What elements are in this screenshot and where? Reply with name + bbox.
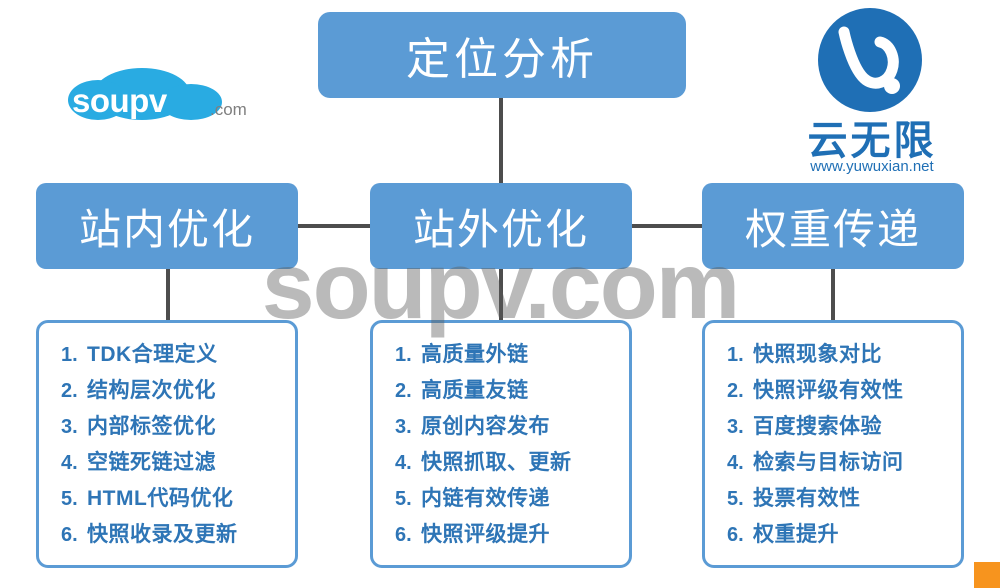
node-onsite-optimization[interactable]: 站内优化	[36, 183, 298, 269]
list-item-number: 3.	[61, 416, 78, 438]
list-item: 2. 快照评级有效性	[705, 373, 961, 409]
node-top-label: 定位分析	[406, 35, 598, 84]
list-item-label: 快照抓取、更新	[421, 451, 572, 474]
list-item-number: 6.	[61, 524, 78, 546]
list-item-label: HTML代码优化	[87, 487, 234, 510]
list-item: 3. 内部标签优化	[39, 409, 295, 445]
list-item-number: 1.	[727, 344, 744, 366]
list-item: 4. 检索与目标访问	[705, 445, 961, 481]
soupv-domain-suffix: .com	[210, 100, 247, 119]
y-mark-icon	[838, 26, 900, 94]
yuwuxian-disc-icon	[818, 8, 922, 112]
list-item: 2. 结构层次优化	[39, 373, 295, 409]
list-item-label: 高质量外链	[421, 343, 529, 366]
list-item-number: 5.	[395, 488, 412, 510]
list-item-label: 高质量友链	[421, 379, 529, 402]
list-item: 4. 快照抓取、更新	[373, 445, 629, 481]
connector-mid-left-to-list	[166, 269, 170, 320]
connector-mid-center-to-list	[499, 269, 503, 320]
list-item-number: 1.	[61, 344, 78, 366]
list-item: 4. 空链死链过滤	[39, 445, 295, 481]
list-item-number: 4.	[395, 452, 412, 474]
node-positioning-analysis[interactable]: 定位分析	[318, 12, 686, 98]
list-item-label: 快照评级有效性	[753, 379, 904, 402]
list-item: 6. 快照收录及更新	[39, 517, 295, 553]
connector-top-to-middle	[499, 98, 503, 183]
list-item-label: 检索与目标访问	[753, 451, 904, 474]
node-weight-transfer[interactable]: 权重传递	[702, 183, 964, 269]
list-item-number: 4.	[727, 452, 744, 474]
list-item-number: 1.	[395, 344, 412, 366]
list-item: 5. 内链有效传递	[373, 481, 629, 517]
list-offsite-optimization: 1. 高质量外链 2. 高质量友链 3. 原创内容发布 4. 快照抓取、更新 5…	[370, 320, 632, 568]
list-item: 6. 快照评级提升	[373, 517, 629, 553]
list-item-label: TDK合理定义	[87, 343, 218, 366]
soupv-wordmark: soupv	[72, 82, 167, 119]
list-item-number: 6.	[727, 524, 744, 546]
yuwuxian-name: 云无限	[807, 119, 937, 163]
list-item-label: 内部标签优化	[87, 415, 216, 438]
node-offsite-optimization[interactable]: 站外优化	[370, 183, 632, 269]
list-item-number: 2.	[395, 380, 412, 402]
list-item: 3. 百度搜索体验	[705, 409, 961, 445]
node-mid-label-0: 站内优化	[78, 205, 255, 253]
list-item-label: 投票有效性	[753, 487, 861, 510]
list-item-label: 空链死链过滤	[87, 451, 216, 474]
list-onsite-optimization: 1. TDK合理定义 2. 结构层次优化 3. 内部标签优化 4. 空链死链过滤…	[36, 320, 298, 568]
corner-badge	[974, 562, 1000, 588]
list-item: 1. TDK合理定义	[39, 337, 295, 373]
list-item-label: 结构层次优化	[87, 379, 216, 402]
list-item: 6. 权重提升	[705, 517, 961, 553]
list-item-number: 3.	[395, 416, 412, 438]
list-item: 1. 快照现象对比	[705, 337, 961, 373]
list-item: 5. 投票有效性	[705, 481, 961, 517]
list-item-label: 权重提升	[753, 523, 839, 546]
connector-mid-right-to-list	[831, 269, 835, 320]
yuwuxian-logo: 云无限 www.yuwuxian.net	[754, 8, 974, 178]
list-item-number: 6.	[395, 524, 412, 546]
list-item-number: 4.	[61, 452, 78, 474]
list-weight-transfer: 1. 快照现象对比 2. 快照评级有效性 3. 百度搜索体验 4. 检索与目标访…	[702, 320, 964, 568]
list-item-label: 快照现象对比	[753, 343, 882, 366]
list-item-number: 2.	[61, 380, 78, 402]
list-item-label: 快照收录及更新	[87, 523, 238, 546]
list-item-label: 内链有效传递	[421, 487, 550, 510]
list-item-number: 5.	[61, 488, 78, 510]
cloud-icon	[68, 66, 222, 122]
list-item-number: 2.	[727, 380, 744, 402]
list-item-number: 3.	[727, 416, 744, 438]
list-item-label: 原创内容发布	[421, 415, 550, 438]
list-item: 2. 高质量友链	[373, 373, 629, 409]
list-item-label: 百度搜索体验	[753, 415, 882, 438]
list-item: 5. HTML代码优化	[39, 481, 295, 517]
list-item-number: 5.	[727, 488, 744, 510]
list-item: 1. 高质量外链	[373, 337, 629, 373]
list-item-label: 快照评级提升	[421, 523, 550, 546]
yuwuxian-url: www.yuwuxian.net	[810, 158, 934, 175]
list-item: 3. 原创内容发布	[373, 409, 629, 445]
soupv-logo: soupv .com	[58, 60, 288, 140]
node-mid-label-1: 站外优化	[412, 205, 589, 253]
node-mid-label-2: 权重传递	[744, 205, 921, 253]
